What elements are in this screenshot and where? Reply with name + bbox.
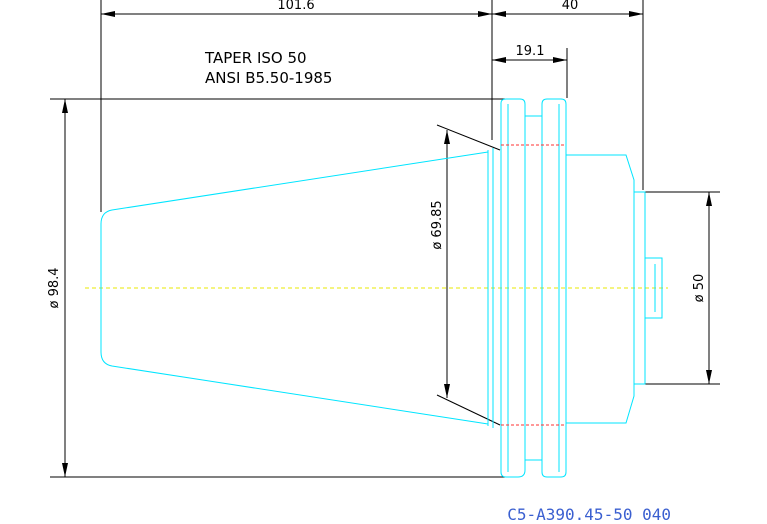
shank-body xyxy=(566,154,635,424)
arrowhead xyxy=(62,99,68,113)
dim-overall-length-label: 101.6 xyxy=(277,0,314,13)
arrowhead xyxy=(492,57,506,63)
dim-flange-diameter-label: ø 98.4 xyxy=(47,267,62,308)
drive-key xyxy=(645,257,663,319)
taper-cone-outline xyxy=(100,151,489,425)
taper-note-line2: ANSI B5.50-1985 xyxy=(205,69,332,87)
dim-flange-to-end-label: 40 xyxy=(562,0,579,13)
leader-line-gauge-bottom xyxy=(436,394,501,426)
arrowhead xyxy=(444,130,450,144)
part-number-label: C5-A390.45-50 040 xyxy=(507,505,671,524)
arrowhead xyxy=(629,11,643,17)
arrowhead xyxy=(478,11,492,17)
dim-flange-width-label: 19.1 xyxy=(516,44,545,59)
taper-note-line1: TAPER ISO 50 xyxy=(204,49,307,67)
dim-bore-diameter-label: ø 50 xyxy=(692,274,707,303)
arrowhead xyxy=(706,192,712,206)
leader-line-gauge-top xyxy=(436,124,501,151)
flange-left-ring xyxy=(500,98,526,478)
arrowhead xyxy=(553,57,567,63)
shank-end xyxy=(634,191,646,385)
arrowhead xyxy=(492,11,506,17)
flange-right-ring xyxy=(541,98,567,478)
dim-gauge-diameter-label: ø 69.85 xyxy=(430,200,445,249)
arrowhead xyxy=(62,463,68,477)
arrowhead xyxy=(444,384,450,398)
arrowhead xyxy=(101,11,115,17)
arrowhead xyxy=(706,370,712,384)
